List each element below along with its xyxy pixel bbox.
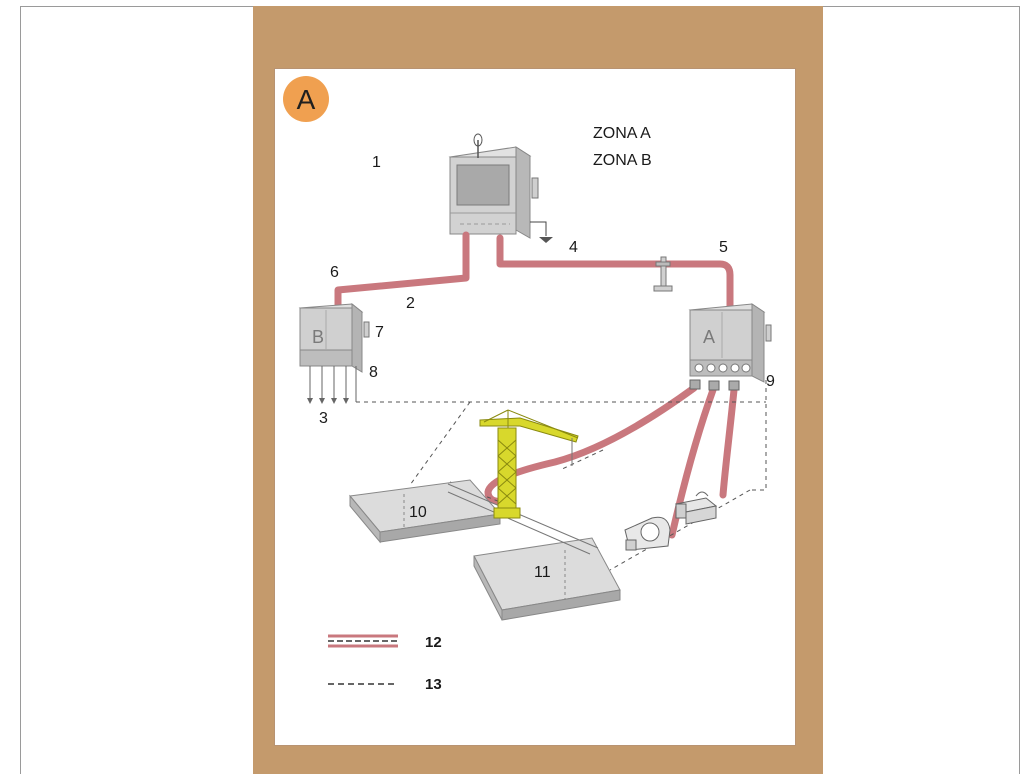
label-8: 8: [369, 364, 378, 381]
badge-letter: A: [297, 84, 316, 115]
distribution-box-b: B: [298, 302, 370, 404]
box-a-letter: A: [703, 327, 715, 347]
portable-generator: [674, 491, 718, 525]
legend-label-13: 13: [425, 676, 442, 693]
output-arrows: [309, 366, 357, 402]
label-10: 10: [409, 504, 427, 521]
legend: 12 13: [328, 634, 442, 693]
label-2: 2: [406, 295, 415, 312]
tower-crane: [479, 409, 579, 519]
label-4: 4: [569, 239, 578, 256]
legend-label-12: 12: [425, 634, 442, 651]
cable-lines: [334, 231, 738, 539]
zone-b-label: ZONA B: [593, 152, 652, 169]
cutting-machine: [624, 516, 671, 551]
concrete-slab-11: [473, 537, 621, 621]
label-11: 11: [534, 564, 551, 581]
label-1: 1: [372, 154, 381, 171]
cable-support-post: [653, 256, 673, 292]
label-5: 5: [719, 239, 728, 256]
concrete-slab-10: [349, 479, 501, 544]
label-9: 9: [766, 373, 775, 390]
zone-a-label: ZONA A: [593, 125, 651, 142]
distribution-box-a: A: [688, 303, 772, 391]
label-7: 7: [375, 324, 384, 341]
label-3: 3: [319, 410, 328, 427]
ground-symbol: [530, 221, 553, 243]
main-cabinet: [448, 133, 539, 239]
box-b-letter: B: [312, 327, 324, 347]
label-6: 6: [330, 264, 339, 281]
crane-rail: [447, 483, 599, 555]
legend-swatch-cable: [328, 634, 398, 648]
badge-circle: A: [283, 76, 329, 122]
